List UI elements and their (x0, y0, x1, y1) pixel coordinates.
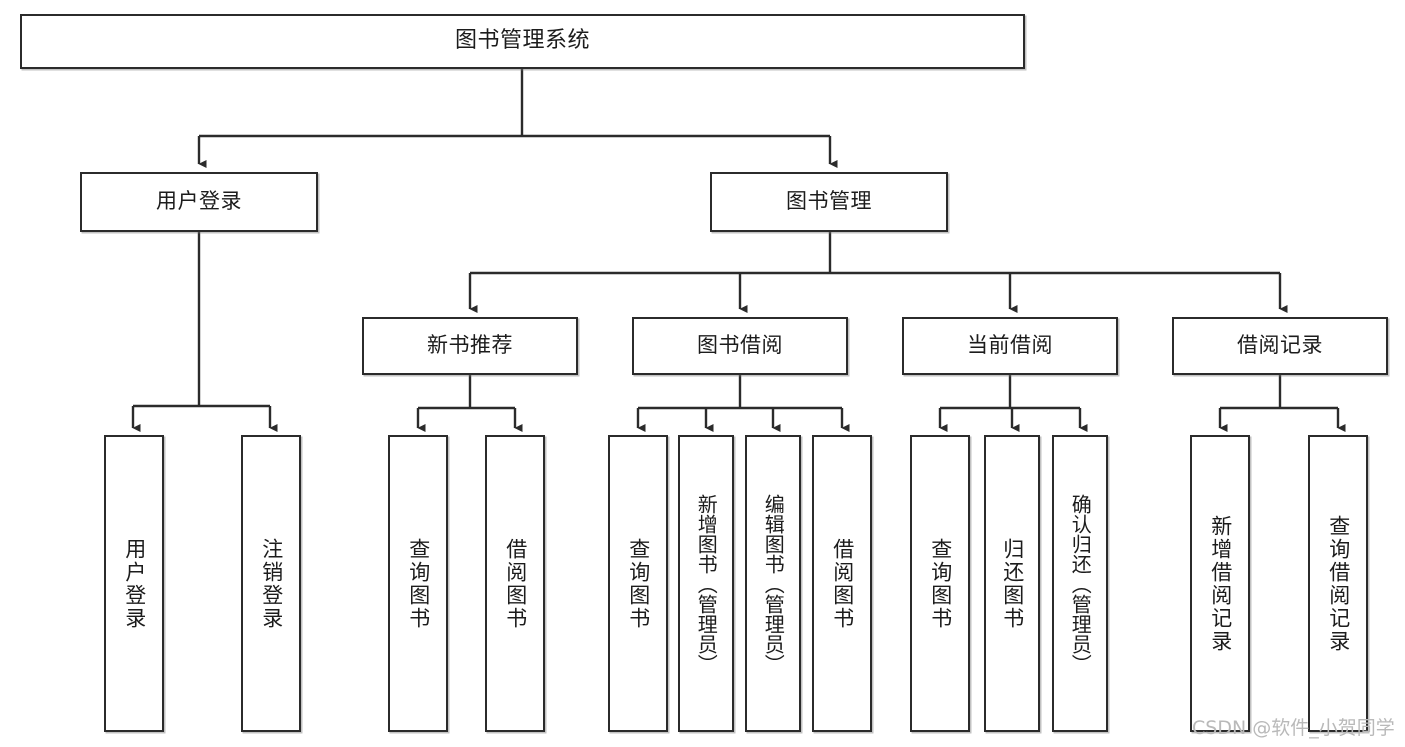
node-label: 图书借阅 (697, 333, 783, 358)
leaf-edit-book-admin[interactable]: 编辑图书（管理员） (745, 435, 801, 732)
leaf-query-book-borrowing[interactable]: 查询图书 (608, 435, 668, 732)
leaf-return-book[interactable]: 归还图书 (984, 435, 1040, 732)
leaf-logout[interactable]: 注销登录 (241, 435, 301, 732)
node-label: 当前借阅 (967, 333, 1053, 358)
node-label: 新增借阅记录 (1208, 514, 1233, 653)
leaf-user-login[interactable]: 用户登录 (104, 435, 164, 732)
node-label: 图书管理 (786, 189, 872, 214)
node-label: 借阅图书 (503, 537, 528, 630)
leaf-confirm-return-admin[interactable]: 确认归还（管理员） (1052, 435, 1108, 732)
leaf-borrow-book-recommendation[interactable]: 借阅图书 (485, 435, 545, 732)
node-book-borrowing[interactable]: 图书借阅 (632, 317, 848, 375)
node-user-login[interactable]: 用户登录 (80, 172, 318, 232)
leaf-query-borrowing-record[interactable]: 查询借阅记录 (1308, 435, 1368, 732)
node-root-system[interactable]: 图书管理系统 (20, 14, 1025, 69)
node-label: 查询图书 (626, 537, 651, 630)
leaf-borrow-book-borrowing[interactable]: 借阅图书 (812, 435, 872, 732)
node-label: 新增图书（管理员） (694, 493, 719, 674)
node-label: 查询图书 (928, 537, 953, 630)
node-label: 编辑图书（管理员） (761, 493, 786, 674)
leaf-query-book-recommendation[interactable]: 查询图书 (388, 435, 448, 732)
node-label: 查询图书 (406, 537, 431, 630)
node-label: 借阅记录 (1237, 333, 1323, 358)
node-book-management[interactable]: 图书管理 (710, 172, 948, 232)
node-label: 注销登录 (259, 537, 284, 630)
node-label: 归还图书 (1000, 537, 1025, 630)
leaf-query-book-current[interactable]: 查询图书 (910, 435, 970, 732)
node-label: 新书推荐 (427, 333, 513, 358)
node-label: 借阅图书 (830, 537, 855, 630)
node-label: 用户登录 (156, 189, 242, 214)
node-new-book-recommendation[interactable]: 新书推荐 (362, 317, 578, 375)
node-label: 确认归还（管理员） (1068, 493, 1093, 674)
node-label: 查询借阅记录 (1326, 514, 1351, 653)
leaf-add-borrowing-record[interactable]: 新增借阅记录 (1190, 435, 1250, 732)
csdn-watermark: CSDN @软件_小贺同学 (1192, 717, 1395, 739)
node-borrowing-record[interactable]: 借阅记录 (1172, 317, 1388, 375)
node-label: 图书管理系统 (454, 28, 590, 54)
node-label: 用户登录 (122, 537, 147, 630)
leaf-add-book-admin[interactable]: 新增图书（管理员） (678, 435, 734, 732)
node-current-borrowing[interactable]: 当前借阅 (902, 317, 1118, 375)
